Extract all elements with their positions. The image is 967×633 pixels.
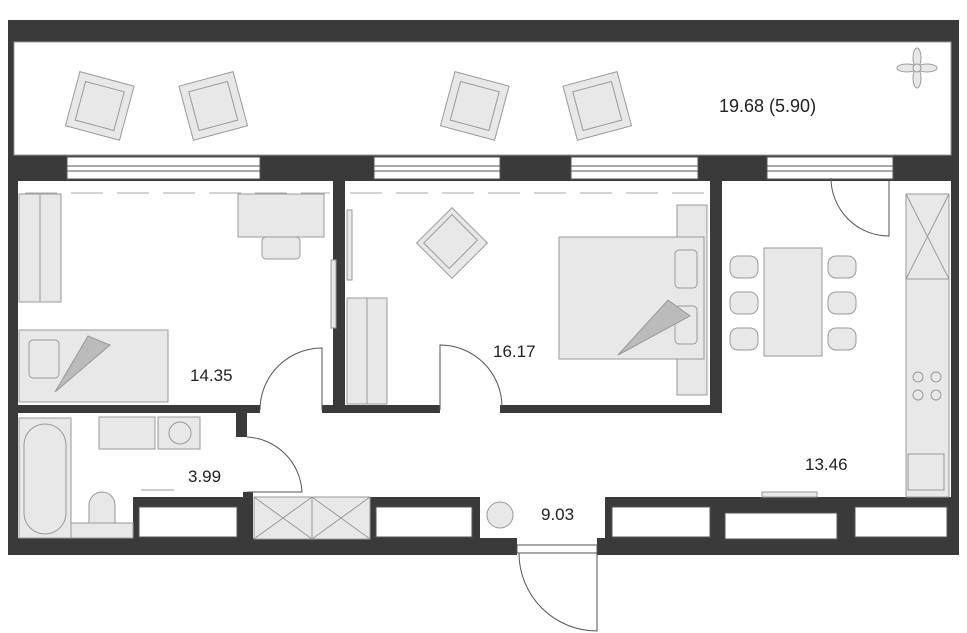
- closets: [138, 496, 948, 540]
- room-area-bedroom-1: 14.35: [190, 366, 233, 385]
- room-area-bedroom-2: 16.17: [493, 342, 536, 361]
- doors: [246, 177, 890, 632]
- bedroom-1-furniture: [18, 193, 337, 403]
- room-area-bathroom: 3.99: [188, 467, 222, 486]
- windows: [66, 156, 894, 180]
- room-area-kitchen: 13.46: [805, 455, 848, 474]
- kitchen-furniture: [729, 193, 950, 498]
- bedroom-2-furniture: [346, 204, 708, 405]
- plant-icon: [896, 47, 938, 89]
- bathroom-furniture: [18, 416, 201, 539]
- balcony-chairs: [64, 71, 633, 141]
- room-area-balcony: 19.68 (5.90): [719, 96, 817, 116]
- column: [486, 501, 514, 529]
- room-area-hallway: 9.03: [541, 505, 575, 524]
- entry-door[interactable]: [516, 544, 598, 554]
